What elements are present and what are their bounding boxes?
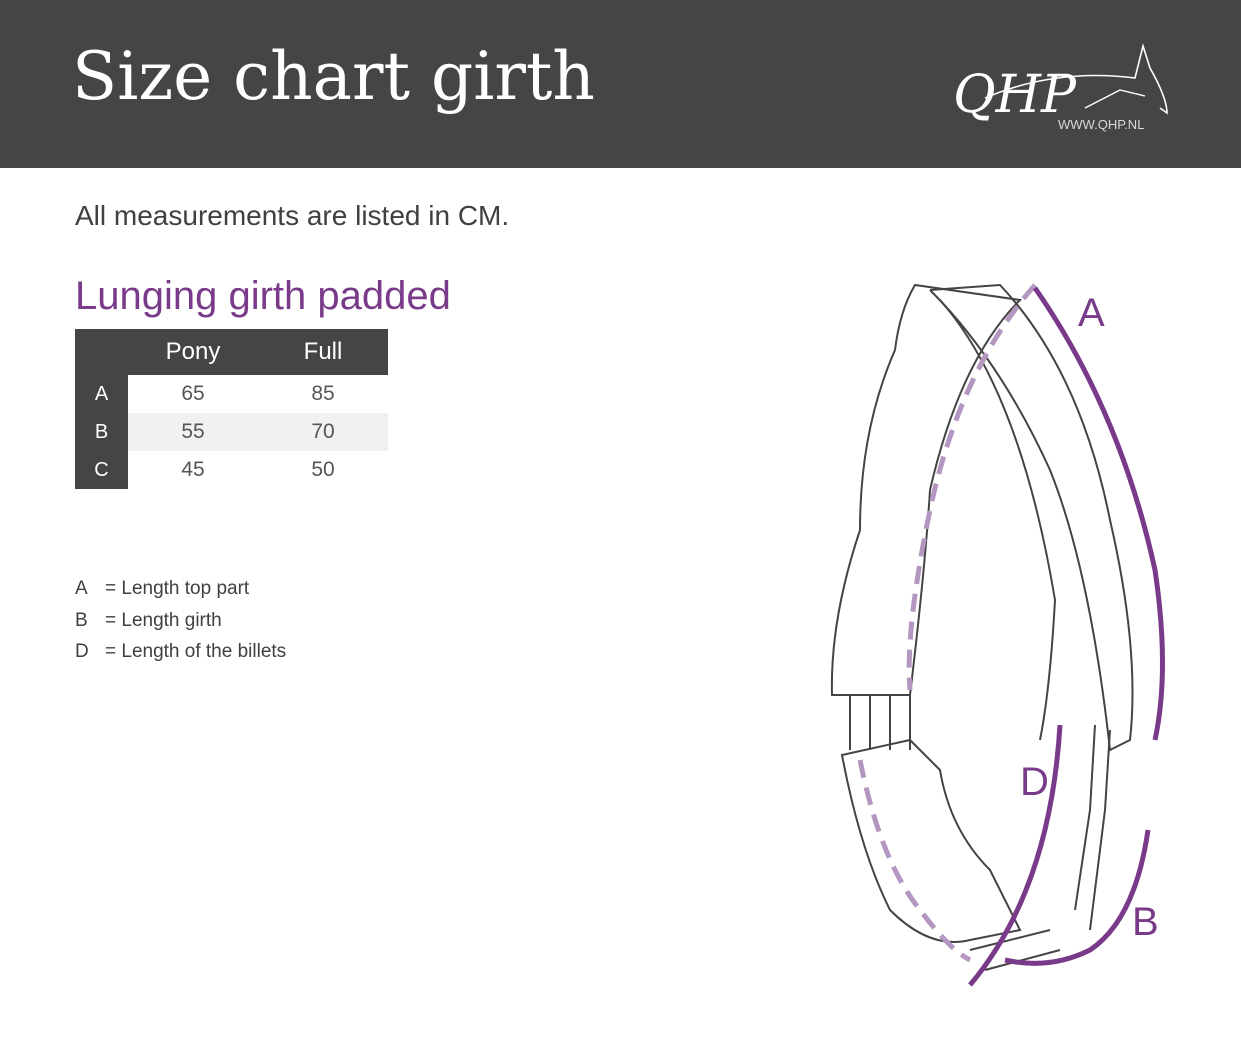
legend-item: A= Length top part: [75, 578, 250, 599]
cell: 50: [311, 458, 335, 481]
units-note: All measurements are listed in CM.: [75, 200, 510, 231]
cell: 70: [258, 413, 388, 451]
legend: A= Length top part B= Length girth D= Le…: [75, 578, 286, 673]
column-pony: Pony: [128, 329, 258, 375]
table-row: A 65 85: [75, 375, 388, 413]
size-table: Pony Full A 65 85 B 55 70 C 45 50: [75, 329, 388, 489]
label-a: A: [1078, 291, 1105, 335]
horse-logo-icon: QHP: [953, 43, 1168, 125]
logo-url: WWW.QHP.NL: [1058, 117, 1145, 132]
cell: 65: [181, 382, 205, 405]
row-label: B: [75, 413, 128, 451]
table-row: B 55 70: [75, 413, 388, 451]
header: Size chart girth QHP WWW.QHP.NL: [0, 0, 1241, 168]
label-d: D: [1020, 760, 1049, 804]
legend-item: B= Length girth: [75, 609, 222, 631]
row-label: C: [75, 451, 128, 489]
table-header: Pony Full: [75, 329, 388, 375]
qhp-logo[interactable]: QHP WWW.QHP.NL: [945, 38, 1175, 138]
girth-illustration: A D B: [830, 283, 1165, 987]
column-full: Full: [258, 329, 388, 375]
product-title: Lunging girth padded: [75, 274, 451, 318]
cell: 45: [181, 458, 205, 481]
table-row: C 45 50: [75, 451, 388, 489]
legend-item: D= Length of the billets: [75, 641, 287, 662]
cell: 55: [128, 413, 258, 451]
page-title: Size chart girth: [72, 38, 595, 115]
row-label: A: [75, 375, 128, 413]
svg-text:QHP: QHP: [953, 65, 1077, 125]
label-b: B: [1132, 900, 1159, 944]
cell: 85: [311, 382, 335, 405]
